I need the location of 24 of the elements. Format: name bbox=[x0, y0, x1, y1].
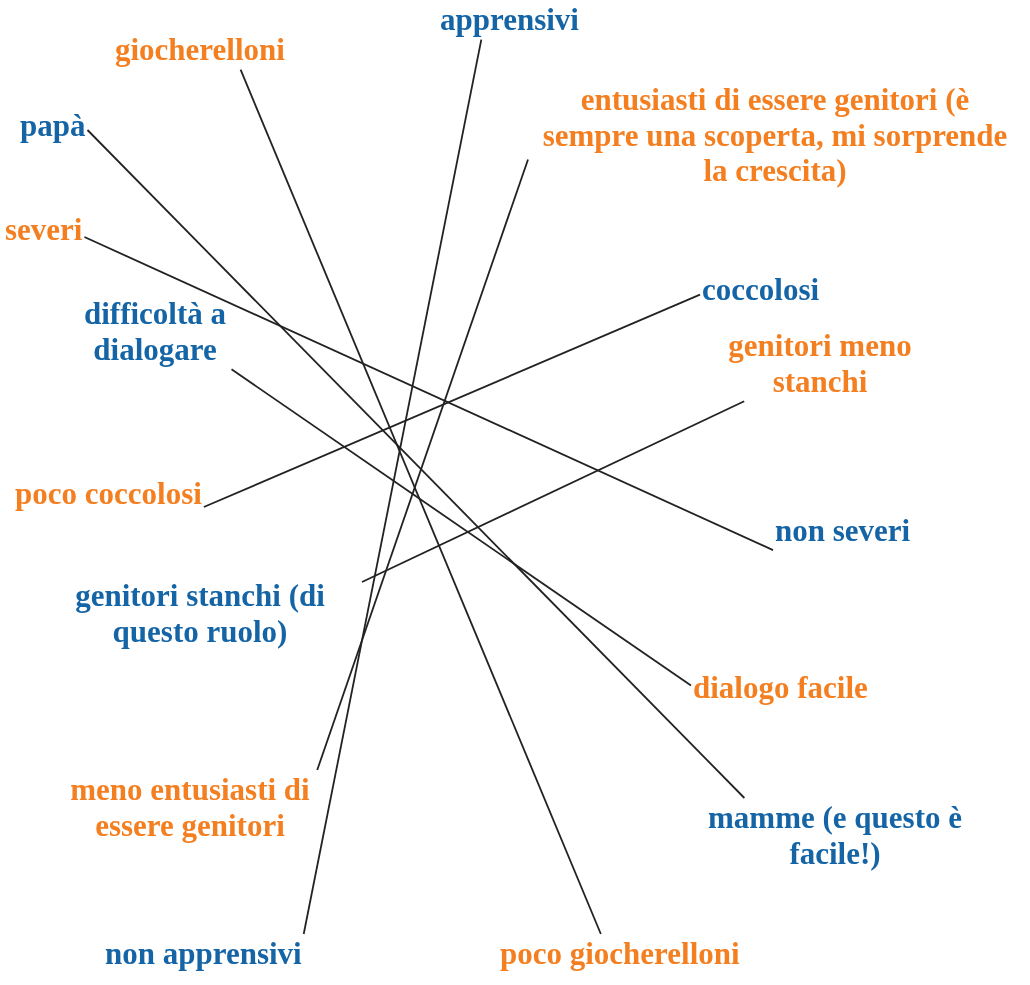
connector-line bbox=[83, 236, 774, 551]
connector-line bbox=[316, 158, 529, 771]
label-text: meno entusiasti di essere genitori bbox=[69, 772, 311, 844]
connector-line bbox=[86, 129, 746, 799]
label-text: dialogo facile bbox=[693, 670, 868, 706]
label-text: mamme (e questo è facile!) bbox=[707, 800, 963, 872]
label-text: non apprensivi bbox=[105, 936, 302, 972]
label-text: apprensivi bbox=[440, 2, 579, 38]
connector-line bbox=[202, 293, 701, 508]
label-text: non severi bbox=[775, 513, 911, 549]
connector-line bbox=[230, 368, 692, 687]
label-text: poco giocherelloni bbox=[500, 936, 740, 972]
label-text: difficoltà a dialogare bbox=[82, 296, 228, 368]
label-text: papà bbox=[20, 108, 86, 144]
connector-line bbox=[239, 68, 602, 935]
label-text: genitori stanchi (di questo ruolo) bbox=[74, 578, 326, 650]
label-text: giocherelloni bbox=[115, 32, 285, 68]
label-text: genitori meno stanchi bbox=[727, 328, 913, 400]
label-text: entusiasti di essere genitori (è sempre una scoperta, mi sorprende la crescita) bbox=[541, 82, 1009, 189]
connector-line bbox=[361, 400, 746, 583]
connector-line bbox=[302, 38, 483, 935]
label-text: poco coccolosi bbox=[15, 476, 202, 512]
label-text: coccolosi bbox=[702, 272, 820, 308]
label-text: severi bbox=[5, 212, 83, 248]
